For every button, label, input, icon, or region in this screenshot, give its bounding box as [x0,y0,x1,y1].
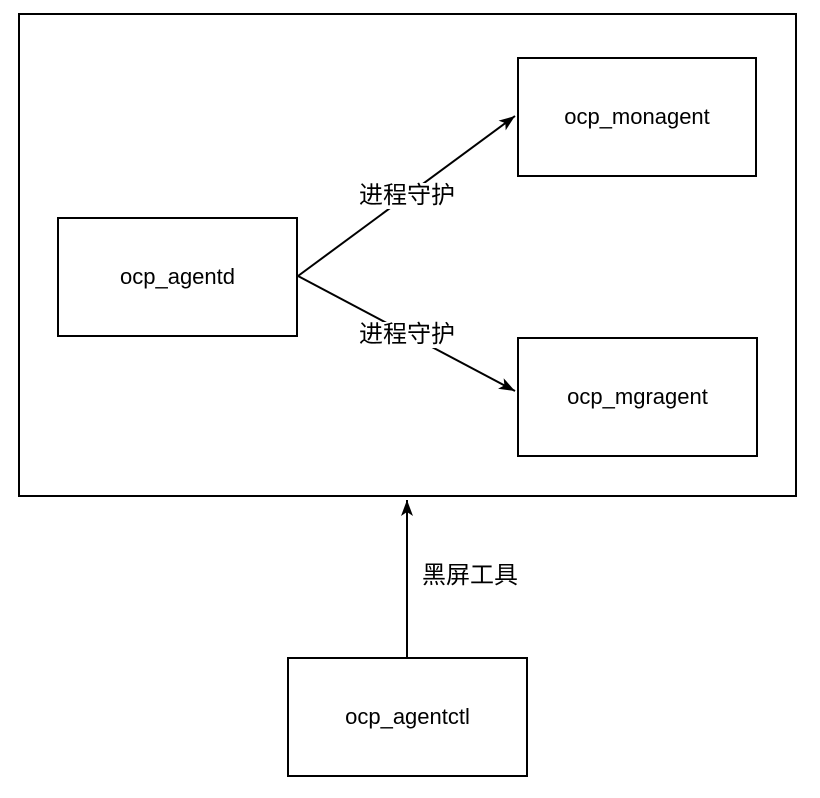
node-ocp-agentd: ocp_agentd [57,217,298,337]
edge-label-blackscreen-tool: 黑屏工具 [420,562,520,590]
edge-label-process-guard-bottom: 进程守护 [357,321,457,349]
node-ocp-agentctl-label: ocp_agentctl [345,703,470,729]
node-ocp-monagent-label: ocp_monagent [564,103,710,129]
node-ocp-mgragent: ocp_mgragent [517,337,758,457]
node-ocp-mgragent-label: ocp_mgragent [567,383,708,409]
edge-label-process-guard-top: 进程守护 [357,182,457,210]
agent-group-container [18,13,797,497]
node-ocp-agentd-label: ocp_agentd [120,263,235,289]
node-ocp-monagent: ocp_monagent [517,57,757,177]
node-ocp-agentctl: ocp_agentctl [287,657,528,777]
